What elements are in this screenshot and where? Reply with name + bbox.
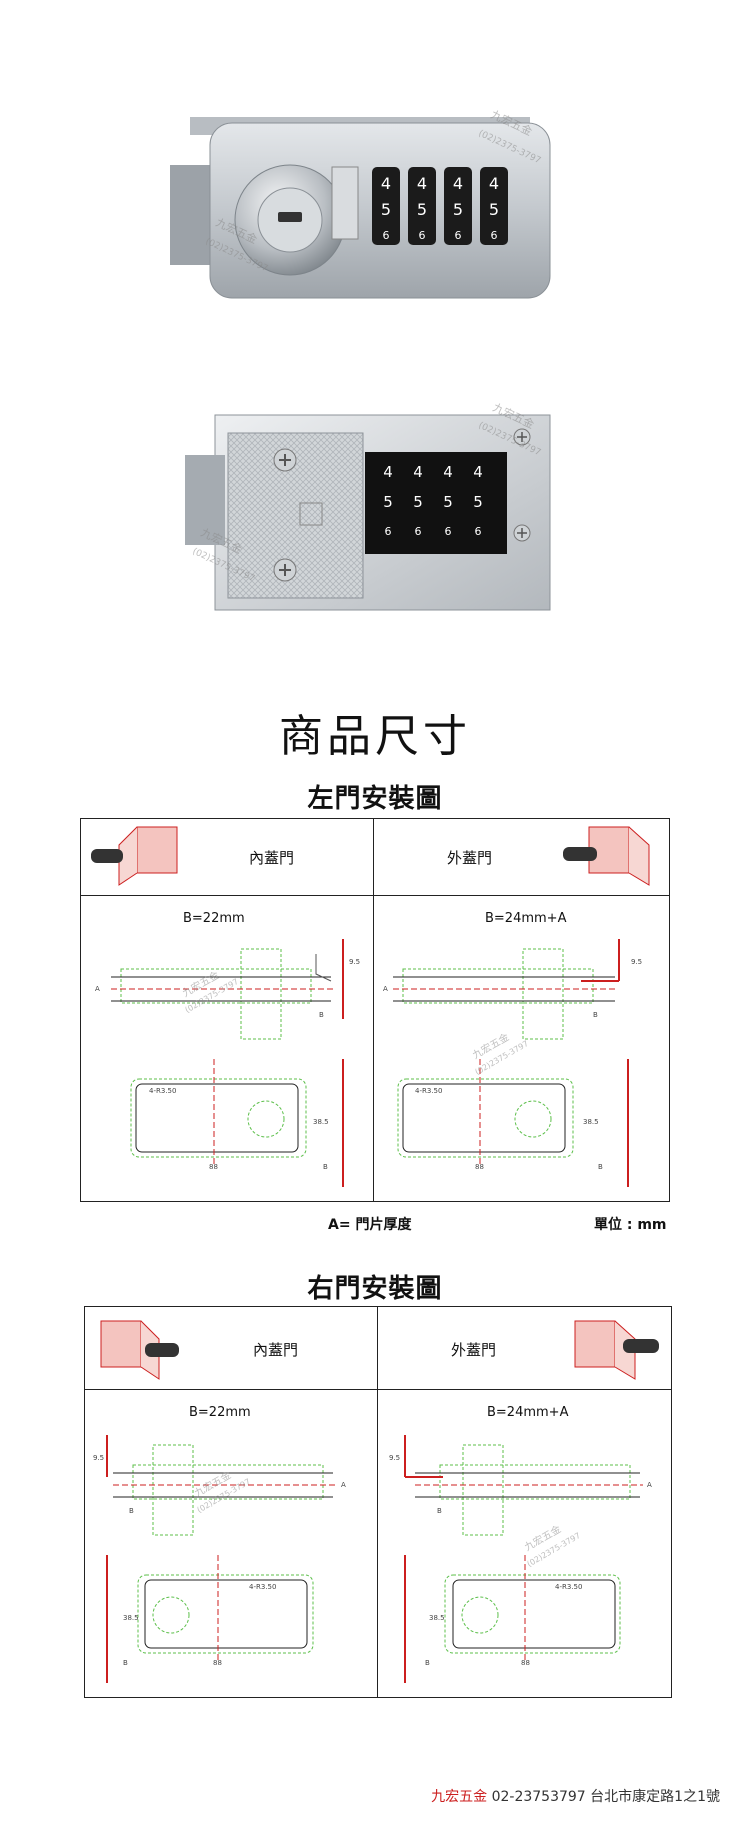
- outer-door-drawing: 4-R3.50 88 38.5 9.5 A B B 九宏五金 (02)2375-…: [389, 1435, 652, 1683]
- inner-door-label: 內蓋門: [253, 1341, 299, 1359]
- dial-digit: 5: [489, 200, 499, 219]
- right-door-diagram: 內蓋門 外蓋門 B=22mm B=24mm+A 4-R3.50 88 38.5 …: [84, 1306, 672, 1698]
- inner-door-drawing: 4-R3.50 88 38.5 9.5 A B B 九宏五金 (02)2375-…: [95, 939, 360, 1187]
- dial-group-front: 4 4 4 4 5 5 5 5 6 6 6 6: [372, 167, 508, 245]
- height-label: 38.5: [583, 1118, 599, 1126]
- dial-digit: 4: [413, 463, 423, 481]
- dial-digit: 6: [385, 525, 392, 538]
- inner-spec: B=22mm: [183, 911, 245, 926]
- lock-install-icon: [100, 1320, 179, 1380]
- lock-install-icon: [91, 826, 178, 886]
- unit-note: 單位 : mm: [594, 1217, 667, 1233]
- height-label: 38.5: [123, 1614, 139, 1622]
- product-photo-back: 4 4 4 4 5 5 5 5 6 6 6 6 九宏五金 (02)2375-37…: [0, 395, 750, 625]
- a-label: A: [95, 985, 100, 993]
- radius-label: 4-R3.50: [415, 1087, 442, 1095]
- inner-door-drawing: 4-R3.50 88 38.5 9.5 A B B 九宏五金 (02)2375-…: [93, 1435, 346, 1683]
- outer-spec: B=24mm+A: [487, 1405, 569, 1420]
- b-label: B: [437, 1507, 442, 1515]
- footer: 九宏五金 02-23753797 台北市康定路1之1號: [431, 1786, 720, 1806]
- dial-digit: 4: [453, 174, 463, 193]
- dial-digit: 6: [445, 525, 452, 538]
- dial-digit: 4: [489, 174, 499, 193]
- product-photo-front: 4 4 4 4 5 5 5 5 6 6 6 6 九宏五金 (02)2375-37…: [0, 95, 750, 325]
- thickness-label: 9.5: [349, 958, 360, 966]
- b-label: B: [425, 1659, 430, 1667]
- width-label: 88: [213, 1659, 222, 1667]
- dial-digit: 6: [415, 525, 422, 538]
- door-thickness-note: A= 門片厚度: [328, 1217, 412, 1233]
- radius-label: 4-R3.50: [249, 1583, 276, 1591]
- dial-digit: 6: [419, 229, 426, 242]
- dial-digit: 6: [491, 229, 498, 242]
- height-label: 38.5: [313, 1118, 329, 1126]
- b-label: B: [123, 1659, 128, 1667]
- a-label: A: [647, 1481, 652, 1489]
- thickness-label: 9.5: [93, 1454, 104, 1462]
- footer-phone: 02-23753797: [491, 1789, 586, 1805]
- dial-digit: 4: [473, 463, 483, 481]
- radius-label: 4-R3.50: [149, 1087, 176, 1095]
- dial-digit: 6: [475, 525, 482, 538]
- outer-door-label: 外蓋門: [451, 1341, 497, 1359]
- outer-door-drawing: 4-R3.50 88 38.5 9.5 A B B 九宏五金 (02)2375-…: [383, 939, 642, 1187]
- b-label: B: [598, 1163, 603, 1171]
- dial-digit: 5: [443, 493, 453, 511]
- thickness-label: 9.5: [631, 958, 642, 966]
- outer-door-label: 外蓋門: [447, 849, 493, 867]
- dial-digit: 6: [383, 229, 390, 242]
- dial-digit: 4: [381, 174, 391, 193]
- b-label: B: [129, 1507, 134, 1515]
- dial-digit: 6: [455, 229, 462, 242]
- dial-digit: 5: [383, 493, 393, 511]
- dial-digit: 5: [381, 200, 391, 219]
- radius-label: 4-R3.50: [555, 1583, 582, 1591]
- b-label: B: [323, 1163, 328, 1171]
- dial-digit: 5: [417, 200, 427, 219]
- left-door-title: 左門安裝圖: [307, 784, 443, 814]
- thickness-label: 9.5: [389, 1454, 400, 1462]
- dial-digit: 5: [453, 200, 463, 219]
- dial-digit: 4: [417, 174, 427, 193]
- dial-digit: 5: [413, 493, 423, 511]
- dial-digit: 4: [443, 463, 453, 481]
- dial-digit: 5: [473, 493, 483, 511]
- right-door-title: 右門安裝圖: [307, 1274, 443, 1304]
- inner-spec: B=22mm: [189, 1405, 251, 1420]
- a-label: A: [383, 985, 388, 993]
- height-label: 38.5: [429, 1614, 445, 1622]
- b-label: B: [593, 1011, 598, 1019]
- lock-install-icon: [563, 826, 650, 886]
- left-door-diagram: 內蓋門 外蓋門 B=22mm B=24mm+A 4-R3.50 88 38.5 …: [80, 818, 670, 1202]
- width-label: 88: [209, 1163, 218, 1171]
- footer-brand: 九宏五金: [431, 1789, 488, 1805]
- b-label: B: [319, 1011, 324, 1019]
- width-label: 88: [521, 1659, 530, 1667]
- outer-spec: B=24mm+A: [485, 911, 567, 926]
- lock-install-icon: [574, 1320, 659, 1380]
- a-label: A: [341, 1481, 346, 1489]
- width-label: 88: [475, 1163, 484, 1171]
- dial-digit: 4: [383, 463, 393, 481]
- dimensions-title: 商品尺寸: [279, 711, 471, 762]
- inner-door-label: 內蓋門: [249, 849, 295, 867]
- footer-address: 台北市康定路1之1號: [590, 1789, 720, 1805]
